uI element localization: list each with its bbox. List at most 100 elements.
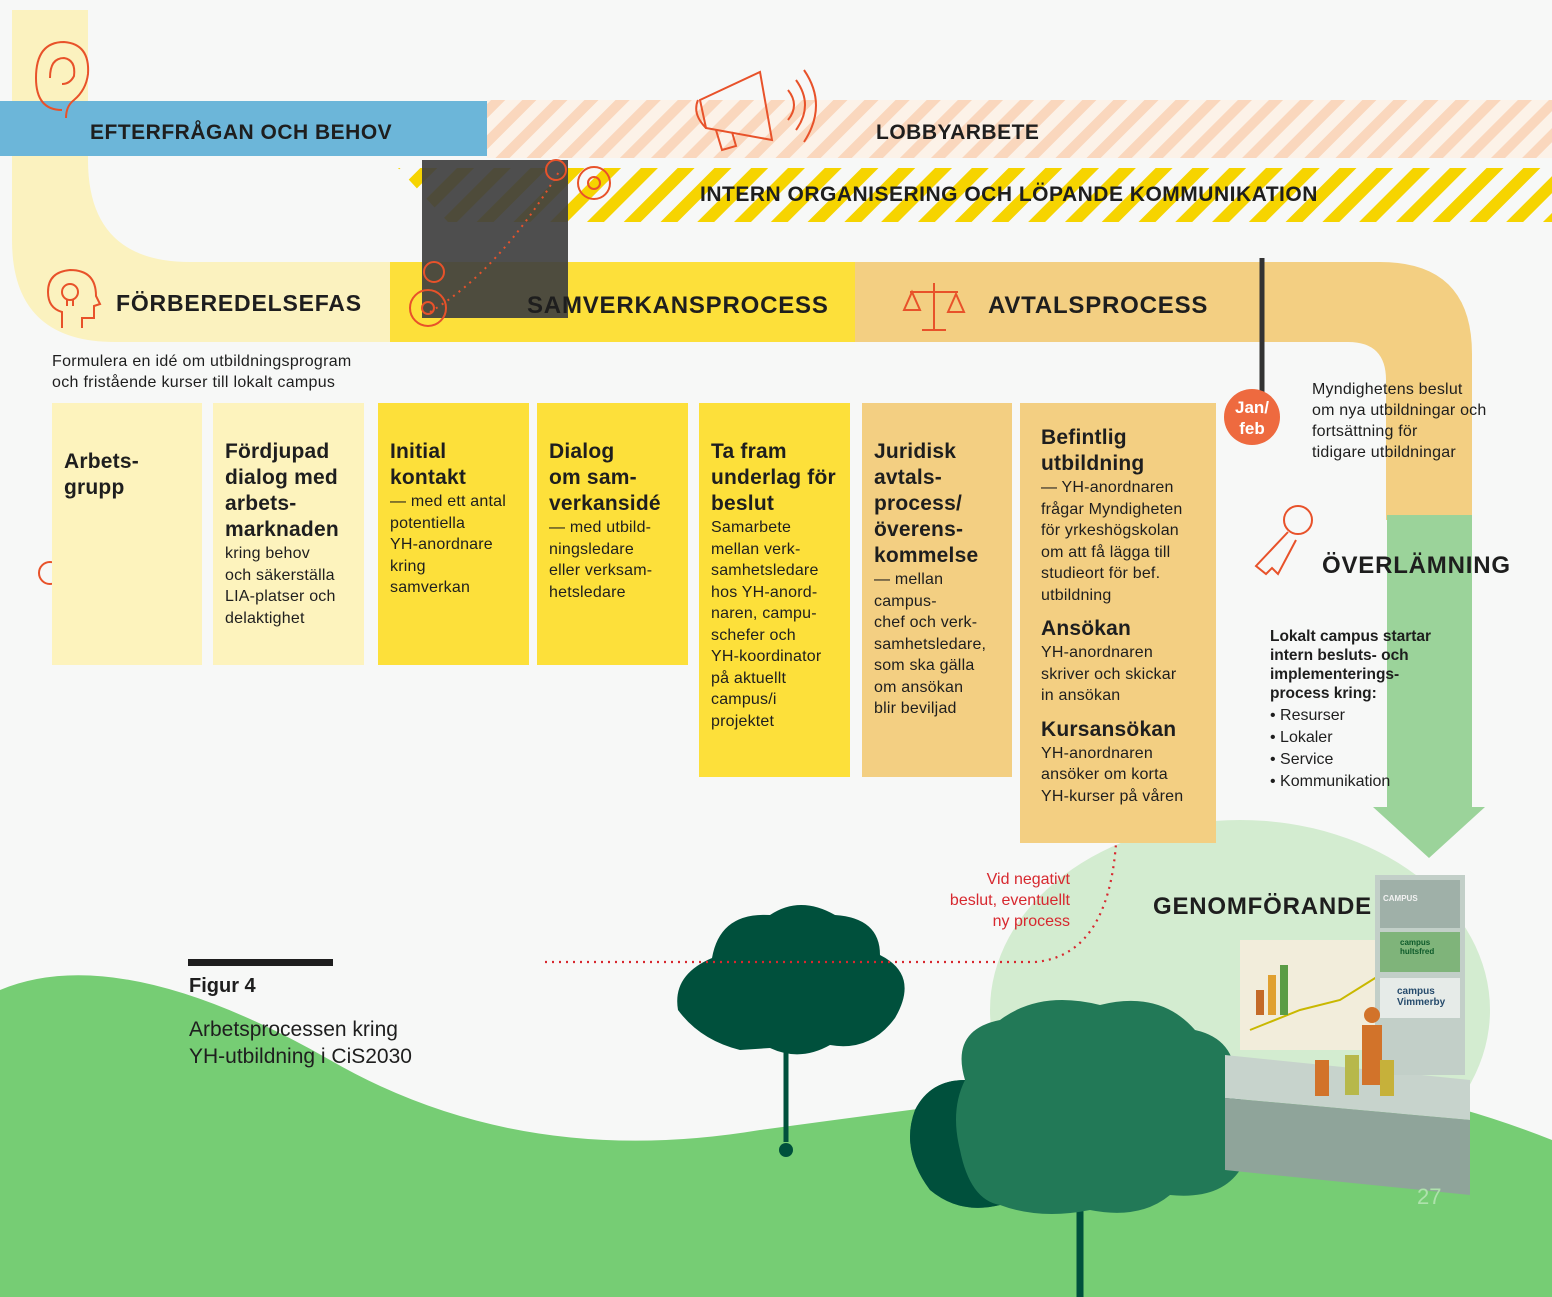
figure-rule [188, 959, 333, 966]
card-body: om att få lägga till [1041, 543, 1171, 561]
card-title: process/ [874, 492, 962, 515]
decision-text: Myndighetens beslut om nya utbildningar … [1312, 379, 1486, 463]
campus-building [1225, 875, 1470, 1195]
card-body: hetsledare [549, 583, 626, 601]
card-body: — med utbild- [549, 519, 652, 536]
card-body: Samarbete [711, 519, 792, 536]
prep-description: Formulera en idé om utbildningsprogram o… [52, 351, 352, 393]
card-section: Ansökan YH-anordnaren skriver och skicka… [1041, 616, 1204, 707]
phase-collab: SAMVERKANSPROCESS [527, 292, 829, 319]
card-body: frågar Myndigheten [1041, 500, 1183, 518]
card-body: samverkan [390, 579, 471, 596]
handover-list: Resurser Lokaler Service Kommunikation [1270, 705, 1431, 793]
card-title: överens- [874, 518, 964, 541]
badge-line: feb [1239, 419, 1265, 438]
card-body: för yrkeshögskolan [1041, 522, 1179, 539]
card-title: utbildning [1041, 452, 1145, 475]
decision-line: tidigare utbildningar [1312, 444, 1456, 461]
card-body: naren, campu- [711, 605, 817, 622]
card-body: på aktuellt [711, 669, 787, 687]
prep-desc-line: Formulera en idé om utbildningsprogram [52, 353, 352, 370]
card-title: Fördjupad [225, 440, 330, 463]
handover-item: Lokaler [1270, 727, 1431, 749]
card-application: Befintlig utbildning — YH-anordnaren frå… [1020, 403, 1216, 843]
card-body: chef och verk- [874, 614, 978, 631]
negative-note: Vid negativt beslut, eventuellt ny proce… [900, 869, 1070, 932]
card-section: Kursansökan YH-anordnaren ansöker om kor… [1041, 717, 1204, 808]
card-body: YH-kurser på våren [1041, 787, 1184, 805]
card-body: — mellan [874, 571, 944, 588]
card-title: Arbets- [64, 450, 139, 473]
card-title: underlag för [711, 466, 836, 489]
card-body: eller verksam- [549, 562, 653, 579]
internal-band [398, 168, 1552, 222]
card-body: som ska gälla [874, 657, 975, 674]
card-body: samhetsledare [711, 562, 819, 579]
card-body: campus- [874, 592, 937, 610]
figure-caption: Arbetsprocessen kring YH-utbildning i Ci… [189, 1016, 412, 1070]
card-body: potentiella [390, 514, 466, 532]
lobby-band-label: LOBBYARBETE [876, 121, 1040, 144]
agreement-band [855, 262, 1472, 520]
card-title: verkansidé [549, 492, 661, 515]
gears-icon [409, 159, 611, 327]
handover-item: Resurser [1270, 705, 1431, 727]
decision-line: fortsättning för [1312, 423, 1418, 440]
card-body: schefer och [711, 626, 796, 644]
overlay-box [422, 160, 568, 318]
decision-line: Myndighetens beslut [1312, 381, 1463, 398]
card-title: grupp [64, 476, 125, 499]
caption-line: Arbetsprocessen kring [189, 1018, 398, 1041]
card-legal-process: Juridisk avtals- process/ överens- komme… [862, 403, 1012, 777]
tree-big [910, 1000, 1252, 1297]
card-body: utbildning [1041, 586, 1112, 604]
demand-band-label: EFTERFRÅGAN OCH BEHOV [90, 121, 393, 144]
card-title: om sam- [549, 466, 637, 489]
card-initial-contact: Initial kontakt — med ett antal potentie… [378, 403, 529, 665]
card-section: Befintlig utbildning — YH-anordnaren frå… [1041, 425, 1204, 606]
sign-campus: CAMPUS [1383, 894, 1418, 903]
card-body: YH-anordnaren [1041, 644, 1153, 661]
caption-line: YH-utbildning i CiS2030 [189, 1045, 412, 1068]
card-decision-basis: Ta fram underlag för beslut Samarbete me… [699, 403, 850, 777]
card-title: kommelse [874, 544, 979, 567]
card-body: kring behov [225, 545, 310, 562]
card-body: — med ett antal [390, 493, 506, 510]
card-body: ansöker om korta [1041, 766, 1168, 783]
megaphone-icon [695, 69, 817, 152]
card-title: beslut [711, 492, 775, 515]
handover-lead: implementerings- [1270, 666, 1400, 683]
card-body: om ansökan [874, 678, 964, 696]
demand-path [12, 10, 390, 342]
card-body: in ansökan [1041, 687, 1121, 704]
card-body: kring [390, 557, 426, 575]
card-body: blir beviljad [874, 700, 957, 717]
tree-small [677, 905, 905, 1157]
decision-line: om nya utbildningar och [1312, 402, 1487, 419]
prep-desc-line: och fristående kurser till lokalt campus [52, 374, 336, 391]
internal-band-label: INTERN ORGANISERING OCH LÖPANDE KOMMUNIK… [700, 183, 1318, 206]
card-body: hos YH-anord- [711, 583, 818, 601]
negative-line: Vid negativt [986, 871, 1070, 888]
sign-vimmerby: campus Vimmerby [1397, 986, 1446, 1008]
scales-icon [902, 283, 966, 331]
ear-icon [34, 40, 90, 119]
negative-connector [545, 819, 1119, 964]
phase-handover: ÖVERLÄMNING [1322, 552, 1511, 579]
card-title: marknaden [225, 518, 339, 541]
handover-lead: Lokalt campus startar [1270, 628, 1432, 645]
bulb-head-icon [46, 268, 102, 328]
lobby-band [487, 100, 1552, 158]
card-body: YH-koordinator [711, 648, 822, 665]
card-body: delaktighet [225, 609, 305, 627]
ground [0, 975, 1552, 1297]
card-labour-dialog: Fördjupad dialog med arbets- marknaden k… [213, 403, 364, 665]
card-work-group: Arbets- grupp [52, 403, 202, 665]
card-body: — YH-anordnaren [1041, 479, 1174, 496]
handover-lead: intern besluts- och [1270, 647, 1409, 664]
card-body: samhetsledare, [874, 635, 987, 653]
card-title: Ta fram [711, 440, 787, 463]
card-title: Dialog [549, 440, 615, 463]
handover-lead: process kring: [1270, 685, 1377, 702]
card-title: Ansökan [1041, 617, 1132, 640]
